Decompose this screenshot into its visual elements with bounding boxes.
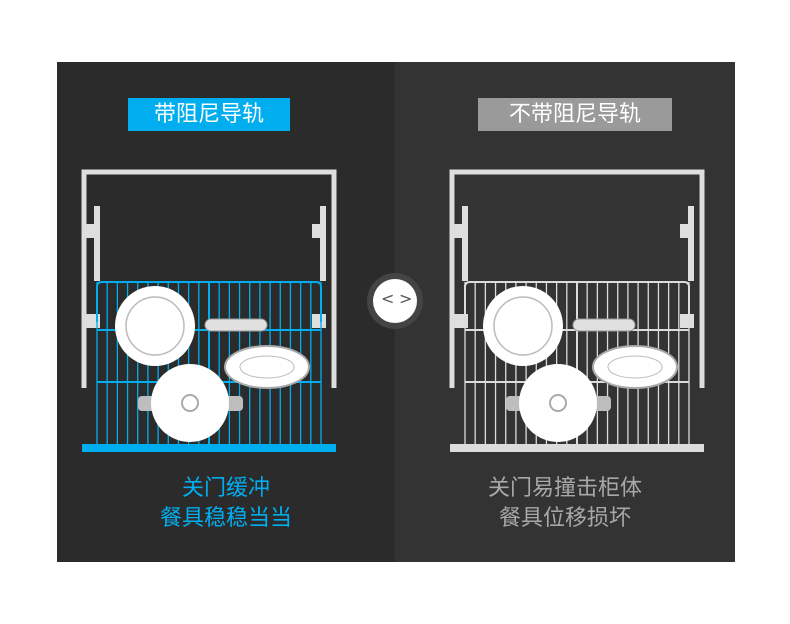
- damped-basket-illustration: [81, 169, 337, 452]
- damped-rail-label: 带阻尼导轨: [128, 98, 290, 131]
- rail-bar: [94, 206, 100, 281]
- compare-slider-handle[interactable]: < >: [367, 273, 423, 329]
- basket-base: [82, 444, 336, 452]
- frame-inner: [86, 175, 332, 388]
- pan-handle: [204, 318, 268, 332]
- undamped-rail-label: 不带阻尼导轨: [478, 98, 672, 131]
- plate-rim: [125, 296, 185, 356]
- pot-knob: [181, 394, 199, 412]
- caption-line-1: 关门缓冲: [181, 476, 270, 501]
- chevron-left-icon: <: [381, 289, 395, 308]
- rail-bar: [462, 206, 468, 281]
- rail-bracket: [680, 314, 694, 328]
- cabinet-frame: [81, 169, 337, 388]
- pan-handle: [572, 318, 636, 332]
- rail-bracket: [312, 224, 326, 238]
- damped-rail-panel: 带阻尼导轨 关门缓冲 餐具稳稳当当: [57, 62, 395, 562]
- rail-bracket: [312, 314, 326, 328]
- caption-line-2: 餐具稳稳当当: [159, 506, 292, 531]
- pot-lid: [519, 364, 597, 442]
- damped-caption: 关门缓冲 餐具稳稳当当: [57, 474, 395, 534]
- rail-bar: [688, 206, 694, 281]
- undamped-caption: 关门易撞击柜体 餐具位移损坏: [395, 474, 735, 534]
- undamped-basket-illustration: [449, 169, 705, 452]
- pot-lid: [151, 364, 229, 442]
- plate-rim: [493, 296, 553, 356]
- frame-inner: [454, 175, 700, 388]
- undamped-rail-panel: 不带阻尼导轨 关门易撞击柜体 餐具位移损坏: [395, 62, 735, 562]
- rail-bracket: [86, 224, 100, 238]
- oval-dish-rim: [239, 355, 295, 379]
- rail-bar: [320, 206, 326, 281]
- basket-base: [450, 444, 704, 452]
- cabinet-frame: [449, 169, 705, 388]
- caption-line-2: 餐具位移损坏: [498, 506, 631, 531]
- caption-line-1: 关门易撞击柜体: [487, 476, 642, 501]
- oval-dish: [224, 345, 310, 389]
- rail-bracket: [454, 224, 468, 238]
- oval-dish: [592, 345, 678, 389]
- pot-knob: [549, 394, 567, 412]
- rail-bracket: [680, 224, 694, 238]
- chevron-right-icon: >: [399, 289, 413, 308]
- oval-dish-rim: [607, 355, 663, 379]
- plate: [115, 286, 195, 366]
- plate: [483, 286, 563, 366]
